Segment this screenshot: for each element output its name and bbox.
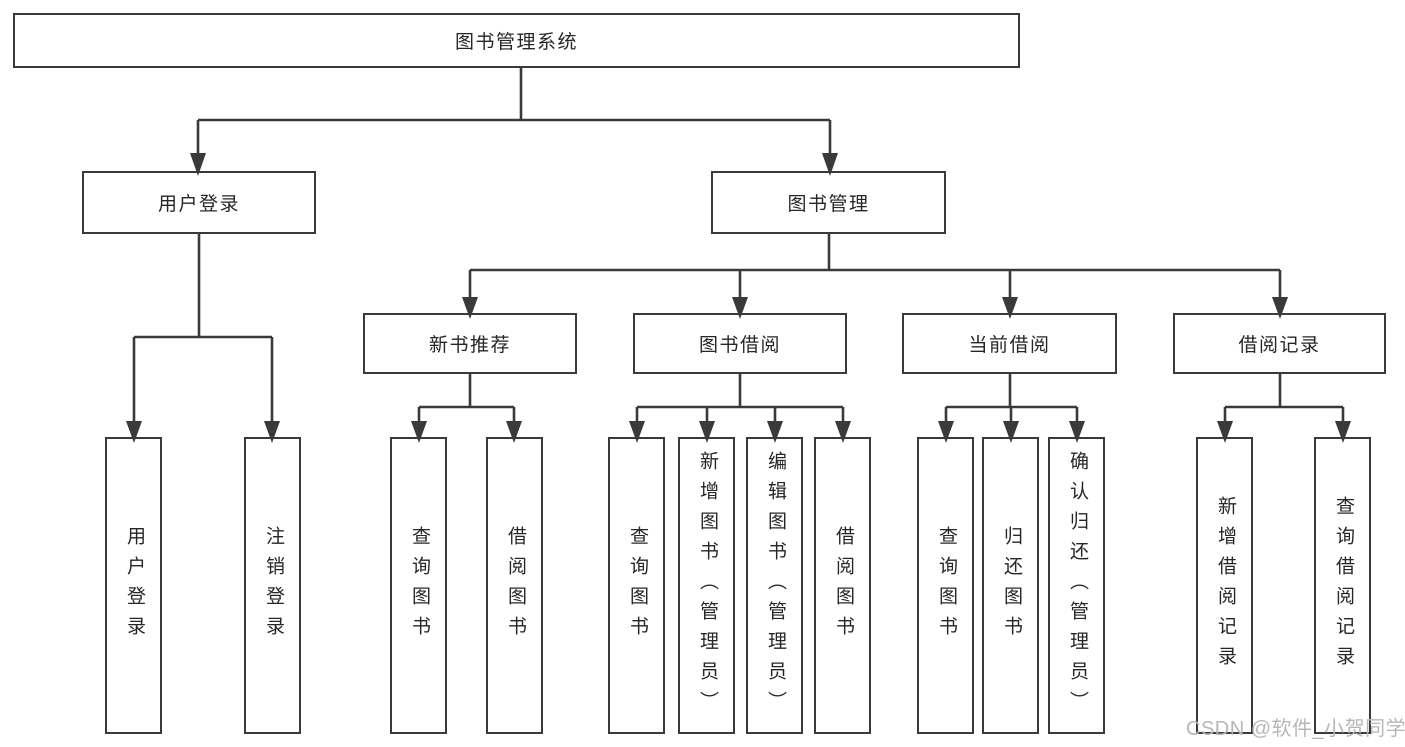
node-label: 当前借阅 (968, 335, 1051, 356)
node-label: 编辑图书（管理员） (764, 450, 786, 721)
node-library-management-system: 图书管理系统 (13, 13, 1020, 68)
leaf-confirm-return-admin: 确认归还（管理员） (1048, 437, 1105, 734)
node-label: 图书借阅 (698, 335, 781, 356)
leaf-borrow-books-recommend: 借阅图书 (486, 437, 543, 734)
node-user-login: 用户登录 (82, 171, 316, 234)
node-label: 借阅图书 (832, 525, 854, 646)
watermark: CSDN @软件_小贺同学 (1186, 718, 1405, 740)
leaf-query-books-recommend: 查询图书 (390, 437, 447, 734)
node-label: 新增图书（管理员） (696, 450, 718, 721)
node-label: 新增借阅记录 (1214, 495, 1236, 676)
node-label: 图书管理 (787, 194, 870, 215)
node-current-borrowing: 当前借阅 (902, 313, 1117, 374)
node-label: 图书管理系统 (454, 32, 578, 53)
leaf-query-books-current: 查询图书 (917, 437, 974, 734)
node-label: 查询图书 (408, 525, 430, 646)
leaf-add-book-admin: 新增图书（管理员） (678, 437, 735, 734)
node-label: 确认归还（管理员） (1066, 450, 1088, 721)
node-label: 新书推荐 (428, 335, 511, 356)
node-label: 借阅图书 (504, 525, 526, 646)
leaf-add-borrow-record: 新增借阅记录 (1196, 437, 1253, 734)
node-book-borrowing: 图书借阅 (633, 313, 847, 374)
node-label: 查询图书 (935, 525, 957, 646)
leaf-edit-book-admin: 编辑图书（管理员） (746, 437, 803, 734)
node-borrowing-records: 借阅记录 (1173, 313, 1386, 374)
node-book-management: 图书管理 (711, 171, 946, 234)
node-label: 归还图书 (1000, 525, 1022, 646)
node-label: 查询图书 (626, 525, 648, 646)
node-label: 用户登录 (123, 525, 145, 646)
node-label: 用户登录 (157, 194, 240, 215)
node-new-book-recommend: 新书推荐 (363, 313, 577, 374)
node-label: 借阅记录 (1238, 335, 1321, 356)
leaf-logout: 注销登录 (244, 437, 301, 734)
leaf-query-borrow-record: 查询借阅记录 (1314, 437, 1371, 734)
leaf-return-books: 归还图书 (982, 437, 1039, 734)
leaf-query-books-borrow: 查询图书 (608, 437, 665, 734)
node-label: 注销登录 (262, 525, 284, 646)
node-label: 查询借阅记录 (1332, 495, 1354, 676)
leaf-borrow-books: 借阅图书 (814, 437, 871, 734)
leaf-user-login: 用户登录 (105, 437, 162, 734)
